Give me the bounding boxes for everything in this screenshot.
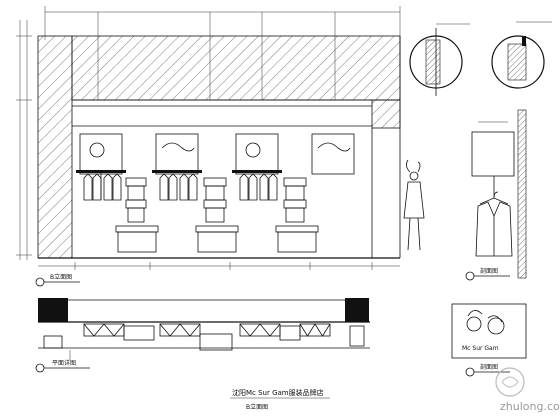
drawing-title: 沈阳Mc Sur Gam服装品牌店: [232, 388, 324, 397]
plan-view: 平面详图: [35, 298, 370, 373]
view-label-section-1: 剖面图: [480, 267, 498, 275]
display-bay: [76, 133, 126, 201]
drawing-subtitle: B立面图: [246, 403, 268, 411]
display-bay: [232, 133, 282, 201]
pedestal: [203, 177, 227, 223]
detail-column: 剖面图 Mc Sur Gam 剖面图: [409, 21, 552, 377]
display-bay: [152, 133, 202, 201]
view-label-section-2: 剖面图: [480, 363, 498, 371]
main-elevation: B立面图: [16, 6, 425, 287]
watermark-logo-icon: [495, 367, 525, 397]
pedestal: [125, 177, 147, 223]
mannequin-figure: [403, 159, 425, 251]
jacket-on-hanger-icon: [475, 191, 513, 257]
view-label-b: B立面图: [50, 273, 72, 281]
watermark-text: zhulong.com: [500, 400, 560, 413]
brand-plaque-label: Mc Sur Gam: [462, 345, 499, 352]
pedestal: [283, 177, 307, 223]
view-label-plan: 平面详图: [52, 359, 76, 367]
display-bay: [311, 133, 355, 175]
